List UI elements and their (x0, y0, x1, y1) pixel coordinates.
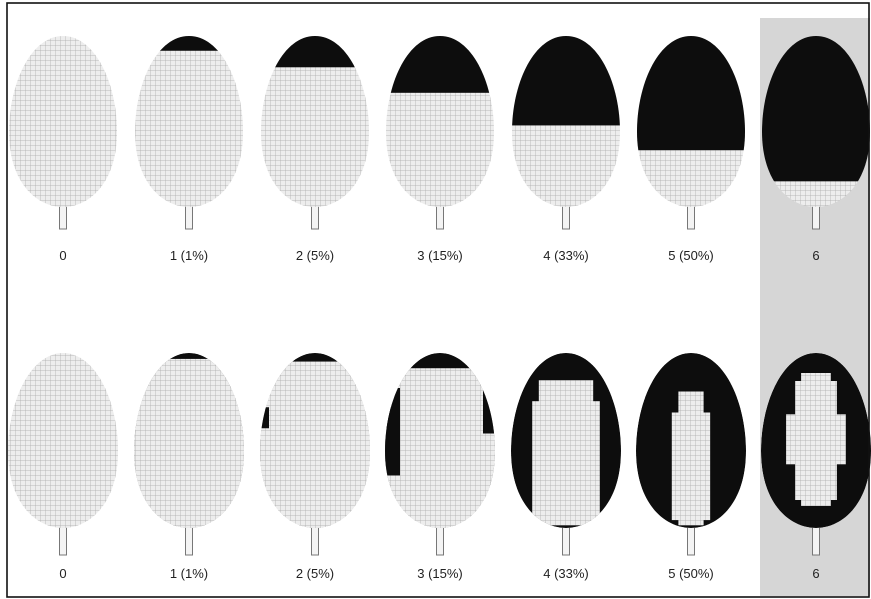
lesion-area (135, 36, 243, 51)
severity-label: 3 (15%) (417, 566, 463, 581)
leaf-stem (311, 204, 319, 230)
leaf-stem (562, 204, 570, 230)
severity-label: 3 (15%) (417, 248, 463, 263)
severity-label: 4 (33%) (543, 248, 589, 263)
leaf-diagram: 0 (9, 36, 117, 263)
leaf-stem (436, 204, 444, 230)
leaf-stem (562, 525, 570, 556)
severity-label: 6 (812, 248, 819, 263)
leaf-diagram: 5 (50%) (636, 353, 746, 581)
leaf-stem (687, 525, 695, 556)
leaf-stem (311, 525, 319, 556)
leaf-diagram: 0 (8, 353, 118, 581)
leaf-diagram: 2 (5%) (260, 353, 370, 581)
leaf-blade (135, 36, 243, 207)
lesion-area (261, 36, 369, 68)
lesion-area (386, 36, 494, 93)
leaf-diagram: 3 (15%) (385, 353, 495, 581)
severity-label: 1 (1%) (170, 248, 208, 263)
leaf-stem (812, 204, 820, 230)
leaf-stem (687, 204, 695, 230)
lesion-area (511, 353, 621, 528)
lesion-area (134, 353, 244, 528)
leaf-blade (261, 36, 369, 207)
severity-label: 0 (59, 566, 66, 581)
leaf-stem (59, 525, 67, 556)
lesion-area (761, 353, 871, 528)
leaf-stem (185, 204, 193, 230)
leaf-blade (9, 36, 117, 207)
leaf-blade (8, 353, 118, 528)
severity-label: 4 (33%) (543, 566, 589, 581)
leaf-stem (436, 525, 444, 556)
severity-label: 0 (59, 248, 66, 263)
lesion-area (636, 353, 746, 528)
leaf-stem (59, 204, 67, 230)
figure-frame (6, 2, 870, 598)
severity-label: 5 (50%) (668, 248, 714, 263)
leaf-diagram: 1 (1%) (134, 353, 244, 581)
severity-label: 6 (812, 566, 819, 581)
lesion-area (260, 353, 370, 528)
severity-label: 5 (50%) (668, 566, 714, 581)
severity-label: 1 (1%) (170, 566, 208, 581)
severity-label: 2 (5%) (296, 248, 334, 263)
leaf-diagram: 4 (33%) (511, 353, 621, 581)
leaf-stem (185, 525, 193, 556)
leaf-stem (812, 525, 820, 556)
severity-label: 2 (5%) (296, 566, 334, 581)
leaf-diagram: 6 (761, 353, 871, 581)
